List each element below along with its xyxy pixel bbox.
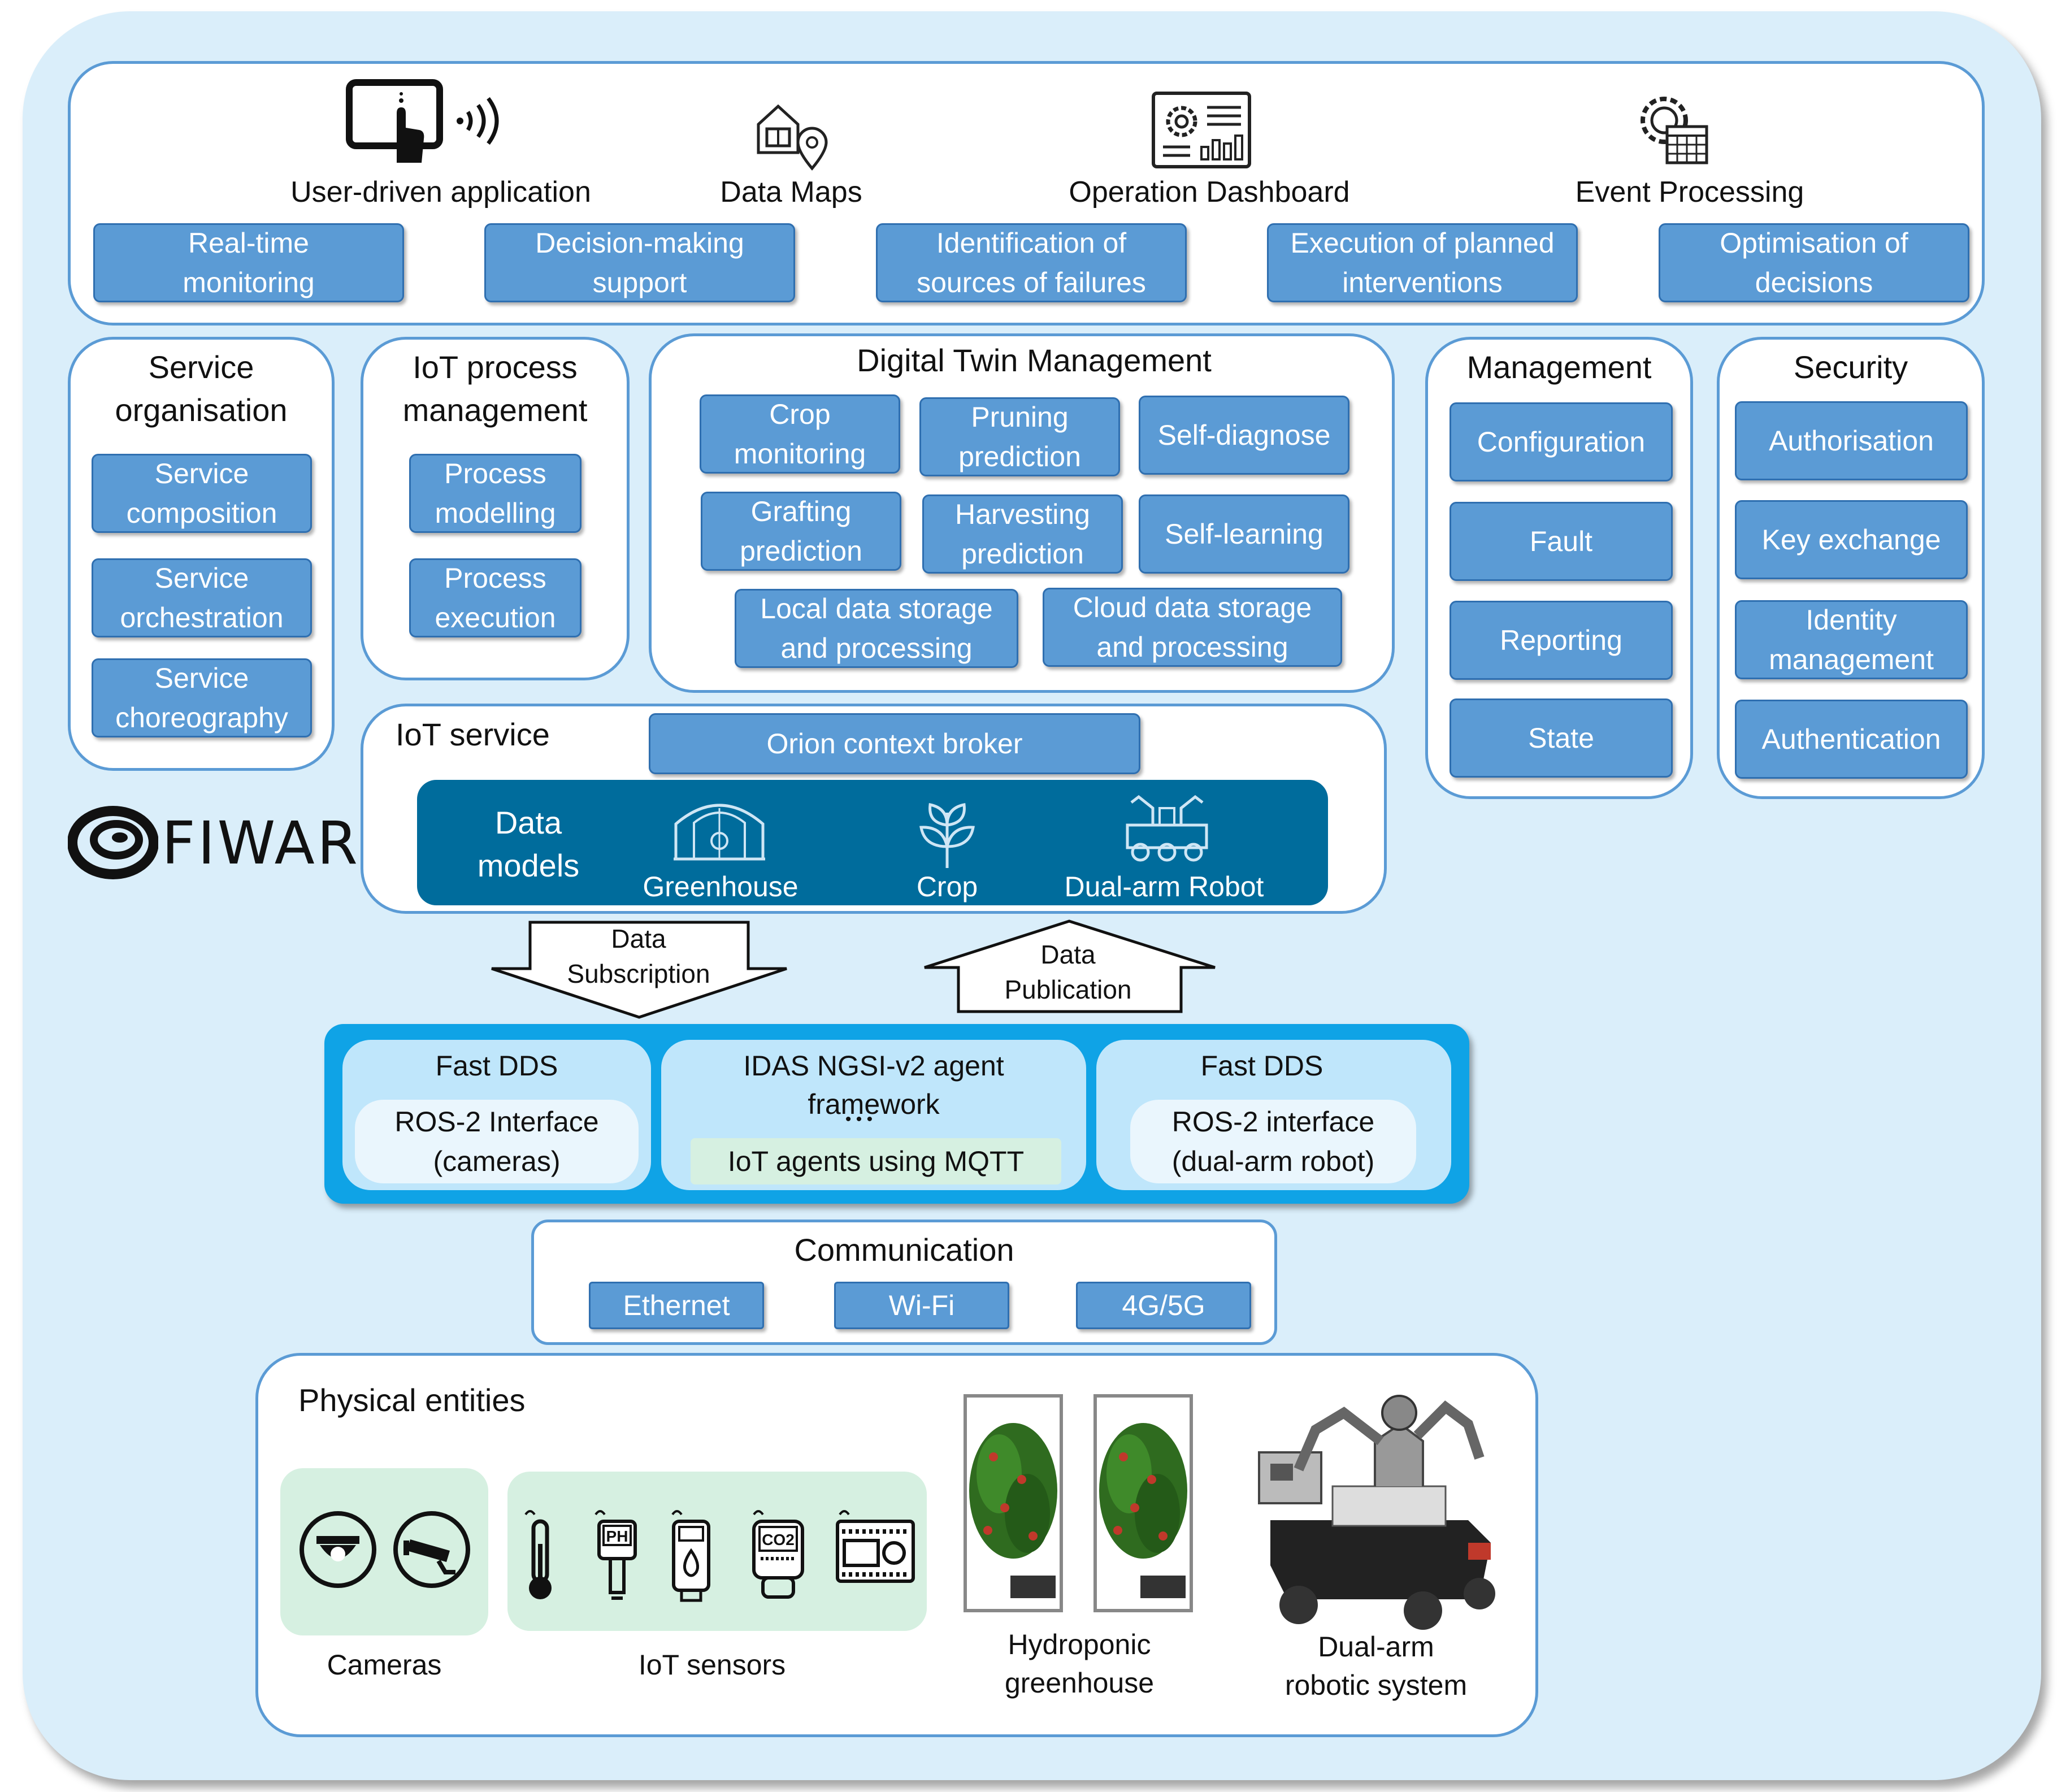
event-processing-icon bbox=[1641, 97, 1708, 164]
self-learning-box: Self-learning bbox=[1139, 494, 1349, 574]
controller-device-icon bbox=[836, 1510, 915, 1583]
bullet-camera-icon bbox=[393, 1511, 470, 1588]
configuration-box: Configuration bbox=[1450, 402, 1673, 481]
authentication-box: Authentication bbox=[1735, 700, 1968, 779]
service-orchestration-box: Service orchestration bbox=[92, 558, 312, 637]
dual-arm-robotic-system-image bbox=[1258, 1395, 1495, 1630]
co2-sensor-text: CO2 bbox=[762, 1531, 795, 1548]
management-title: Management bbox=[1466, 349, 1652, 385]
harvesting-prediction-box: Harvesting prediction bbox=[922, 494, 1123, 574]
pruning-prediction-box: Pruning prediction bbox=[919, 397, 1120, 476]
authorisation-box: Authorisation bbox=[1735, 401, 1968, 480]
process-modelling-box: Process modelling bbox=[409, 454, 581, 533]
function-decision-making-support: Decision-making support bbox=[484, 223, 795, 302]
app-user-driven-label: User-driven application bbox=[290, 176, 591, 209]
data-publication-label: Data Publication bbox=[1004, 940, 1132, 1004]
data-models-bar bbox=[417, 780, 1328, 905]
reporting-box: Reporting bbox=[1450, 601, 1673, 680]
key-exchange-box: Key exchange bbox=[1735, 500, 1968, 579]
fiware-logo-icon bbox=[68, 806, 158, 879]
function-execution-of-interventions: Execution of planned interventions bbox=[1267, 223, 1578, 302]
operation-dashboard-icon bbox=[1152, 92, 1251, 168]
dual-arm-robotic-system-label: Dual-arm robotic system bbox=[1284, 1631, 1468, 1701]
service-composition-box: Service composition bbox=[92, 454, 312, 533]
temperature-sensor-icon bbox=[524, 1510, 552, 1599]
data-model-greenhouse-label: Greenhouse bbox=[643, 871, 799, 902]
fast-dds-left-title: Fast DDS bbox=[435, 1050, 558, 1082]
crop-icon bbox=[919, 803, 975, 868]
ros2-interface-cameras: ROS-2 Interface (cameras) bbox=[355, 1100, 639, 1183]
app-event-processing-label: Event Processing bbox=[1575, 176, 1804, 209]
security-title: Security bbox=[1793, 349, 1908, 385]
comm-wifi-box: Wi-Fi bbox=[834, 1282, 1009, 1329]
idas-agent-title: IDAS NGSI-v2 agent framework bbox=[743, 1050, 1004, 1120]
fast-dds-right-title: Fast DDS bbox=[1200, 1050, 1323, 1082]
crop-monitoring-box: Crop monitoring bbox=[700, 394, 900, 474]
iot-agents-mqtt-box: IoT agents using MQTT bbox=[691, 1138, 1061, 1184]
process-execution-box: Process execution bbox=[409, 558, 581, 637]
self-diagnose-box: Self-diagnose bbox=[1139, 396, 1349, 475]
data-model-dual-arm-robot-label: Dual-arm Robot bbox=[1064, 871, 1264, 902]
digital-twin-management-title: Digital Twin Management bbox=[857, 342, 1212, 378]
dual-arm-robot-icon bbox=[1126, 795, 1208, 862]
communication-title: Communication bbox=[794, 1232, 1014, 1268]
water-sensor-icon bbox=[671, 1510, 710, 1602]
dome-camera-icon bbox=[300, 1511, 376, 1588]
iot-sensors-label: IoT sensors bbox=[638, 1649, 786, 1681]
ph-sensor-icon: PH bbox=[594, 1510, 637, 1600]
grafting-prediction-box: Grafting prediction bbox=[701, 492, 901, 571]
cameras-group bbox=[280, 1468, 488, 1635]
comm-4g-5g-box: 4G/5G bbox=[1076, 1282, 1251, 1329]
data-model-crop-label: Crop bbox=[916, 871, 978, 902]
function-real-time-monitoring: Real-time monitoring bbox=[93, 223, 404, 302]
ros2-interface-dual-arm-robot: ROS-2 interface (dual-arm robot) bbox=[1130, 1100, 1416, 1183]
service-organisation-title: Service organisation bbox=[115, 349, 288, 428]
data-subscription-arrow bbox=[491, 921, 787, 1019]
iot-process-management-title: IoT process management bbox=[402, 349, 588, 428]
identity-management-box: Identity management bbox=[1735, 600, 1968, 679]
service-choreography-box: Service choreography bbox=[92, 658, 312, 737]
data-models-label: Data models bbox=[477, 805, 580, 883]
hydroponic-greenhouse-label: Hydroponic greenhouse bbox=[1004, 1629, 1155, 1699]
data-maps-icon bbox=[757, 104, 828, 171]
function-optimisation-of-decisions: Optimisation of decisions bbox=[1659, 223, 1969, 302]
app-data-maps-label: Data Maps bbox=[720, 176, 862, 209]
function-identification-of-failures: Identification of sources of failures bbox=[876, 223, 1187, 302]
fiware-logo-text: FIWARE bbox=[162, 809, 400, 878]
local-data-storage-box: Local data storage and processing bbox=[735, 589, 1018, 668]
iot-service-title: IoT service bbox=[396, 717, 550, 752]
cameras-label: Cameras bbox=[327, 1649, 442, 1681]
co2-sensor-icon: CO2 bbox=[752, 1510, 804, 1599]
data-publication-arrow bbox=[924, 919, 1216, 1013]
comm-ethernet-box: Ethernet bbox=[589, 1282, 764, 1329]
ph-sensor-text: PH bbox=[606, 1528, 628, 1545]
fault-box: Fault bbox=[1450, 502, 1673, 581]
state-box: State bbox=[1450, 698, 1673, 778]
greenhouse-icon bbox=[674, 804, 765, 861]
hydroponic-greenhouse-image bbox=[964, 1394, 1193, 1612]
idas-agent-dots: • • • bbox=[845, 1110, 873, 1129]
physical-entities-title: Physical entities bbox=[298, 1382, 526, 1418]
app-operation-dashboard-label: Operation Dashboard bbox=[1069, 176, 1350, 209]
data-subscription-label: Data Subscription bbox=[567, 924, 710, 988]
tablet-touch-icon bbox=[346, 79, 499, 163]
cloud-data-storage-box: Cloud data storage and processing bbox=[1043, 588, 1342, 667]
orion-context-broker-box: Orion context broker bbox=[649, 713, 1140, 774]
